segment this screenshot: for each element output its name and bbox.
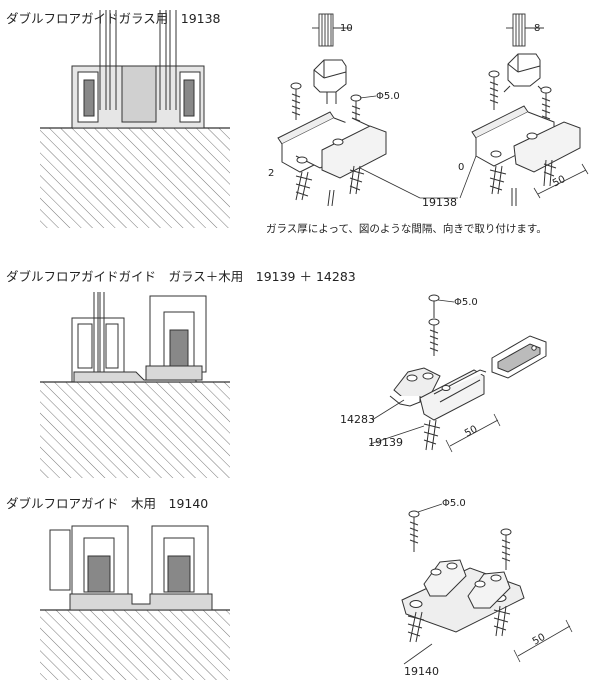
spacer-block-right [503,53,545,93]
anchor-section3 [407,605,511,643]
section-3-title: ダブルフロアガイド 木用 19140 [6,496,209,511]
dim-50-label-2: 50 [463,424,479,440]
dim-50-label-3: 50 [531,632,548,648]
guide-part-19140 [401,559,525,633]
part-number-14283: 14283 [340,413,375,426]
glass-edge-left [312,13,352,47]
anchor-section2 [423,419,441,451]
screw-right-2 [540,86,552,124]
floor-section-3 [40,609,230,680]
screw-section2 [428,294,440,356]
screw-section3-right [500,528,512,570]
guide-cross-section-3 [49,525,213,611]
section-1-note: ガラス厚によって、図のような間隔、向きで取り付けます。 [266,223,547,235]
anchor-left [295,165,365,207]
section-1-title: ダブルフロアガイドガラス用 19138 [6,11,221,26]
floor-section-1 [40,127,230,228]
spacer-block-left [313,59,347,104]
guide-cross-section-1 [71,10,205,129]
screw-right-1 [488,70,500,110]
screw-section3-left [408,510,420,552]
dim-50-line-1 [533,163,589,199]
guide-part-19139 [389,367,487,421]
dim-0-label: 0 [458,162,464,173]
dim-50-line-2 [445,413,501,453]
part-leaders-section2 [369,399,425,445]
dim-10-label: 10 [340,23,353,34]
guide-rail-left [277,111,387,179]
screw-diameter-label-3: Φ5.0 [442,498,466,509]
cover-plate [491,335,547,379]
anchor-right [489,159,557,206]
floor-section-2 [40,381,230,478]
dim-50-label-1: 50 [551,174,567,190]
part-number-19139: 19139 [368,436,403,449]
guide-cross-section-2 [71,292,207,383]
guide-rail-right [471,105,581,173]
dim-8-label: 8 [534,23,540,34]
part-19138-leaders [359,155,477,199]
dim-50-line-3 [513,619,573,663]
part-number-19138: 19138 [422,196,457,209]
section-2-title: ダブルフロアガイドガイド ガラス＋木用 19139 ＋ 14283 [6,269,356,284]
screw-diameter-label-1: Φ5.0 [376,91,400,102]
part-leader-19140 [403,643,433,665]
screw-diameter-label-2: Φ5.0 [454,297,478,308]
screw-left-1 [290,82,302,120]
part-number-19140: 19140 [404,665,439,678]
dim-2-label: 2 [268,168,274,179]
glass-edge-right [506,13,544,47]
